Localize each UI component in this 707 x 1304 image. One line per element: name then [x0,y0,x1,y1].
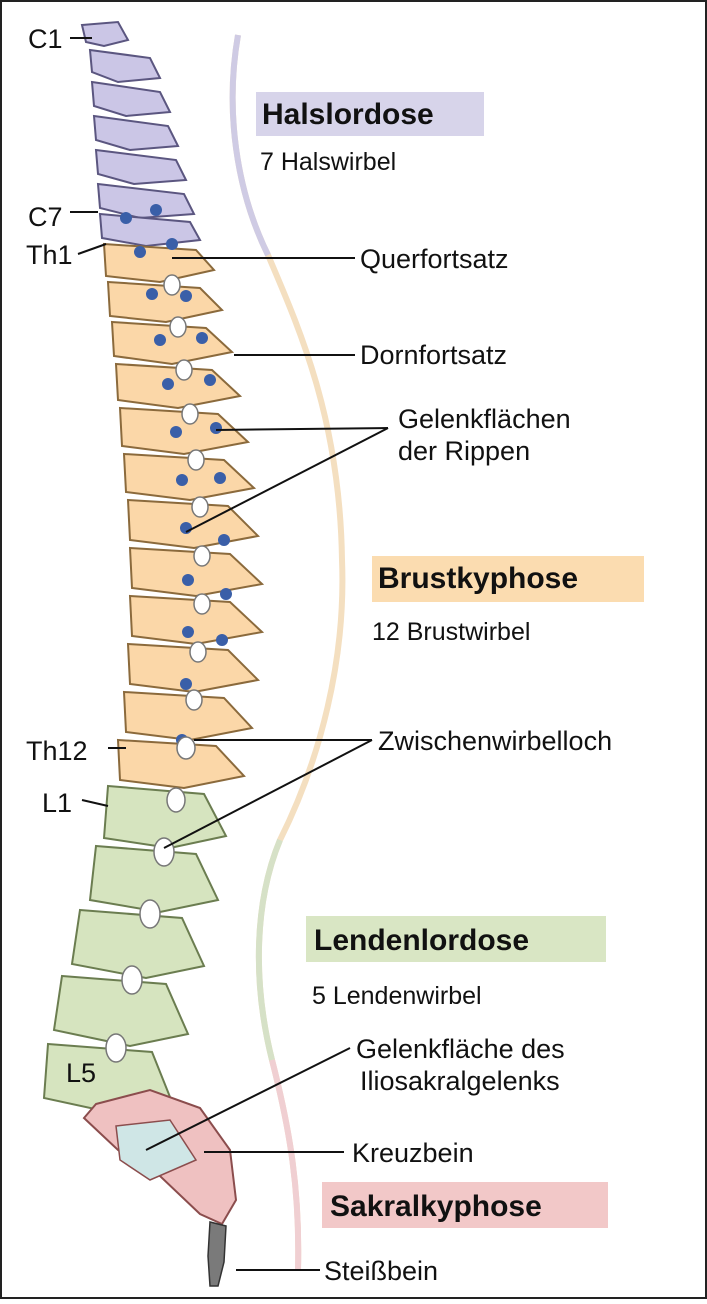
region-thoracic-title: Brustkyphose [378,562,578,595]
vertebra-c5 [96,150,186,184]
label-gelenkflaechen-line1: Gelenkflächen [398,404,571,434]
label-zwischenwirbelloch: Zwischenwirbelloch [378,726,612,756]
vertebra-c1 [82,22,128,46]
curvature-sacral [272,1060,298,1270]
level-label-l1: L1 [42,788,72,818]
region-thoracic-subtitle: 12 Brustwirbel [372,618,530,646]
level-label-th12: Th12 [26,736,88,766]
vertebra-c4 [94,116,178,150]
region-lumbar-title: Lendenlordose [314,924,529,957]
level-label-l5: L5 [66,1058,96,1088]
region-sacral-title: Sakralkyphose [330,1190,542,1223]
level-label-th1: Th1 [26,240,73,270]
curvature-line [233,35,343,1270]
curvature-cervical [233,35,268,255]
vertebra-c3 [92,82,170,116]
label-iliosakral-line1: Gelenkfläche des [356,1034,565,1064]
coccyx-bone [208,1222,226,1286]
vertebra-c6 [98,184,194,218]
curvature-lumbar [259,840,280,1060]
label-dornfortsatz: Dornfortsatz [360,340,507,370]
label-gelenkflaechen-line2: der Rippen [398,436,530,466]
sacrum [84,1090,236,1286]
region-cervical-subtitle: 7 Halswirbel [260,148,396,176]
vertebra-th1 [104,244,214,282]
cervical-vertebrae [82,22,200,246]
level-leader-th1 [78,244,106,254]
region-cervical-title: Halslordose [262,98,434,131]
label-querfortsatz: Querfortsatz [360,244,509,274]
vertebra-c7 [100,214,200,246]
label-steissbein: Steißbein [324,1256,438,1286]
vertebra-c2 [90,50,160,82]
leader-gelenkflaechen-1 [216,428,388,430]
level-label-c7: C7 [28,202,63,232]
label-iliosakral-line2: Iliosakralgelenks [360,1066,560,1096]
label-kreuzbein: Kreuzbein [352,1138,474,1168]
region-lumbar-subtitle: 5 Lendenwirbel [312,982,482,1010]
level-leader-l1 [82,800,108,806]
level-label-c1: C1 [28,24,63,54]
